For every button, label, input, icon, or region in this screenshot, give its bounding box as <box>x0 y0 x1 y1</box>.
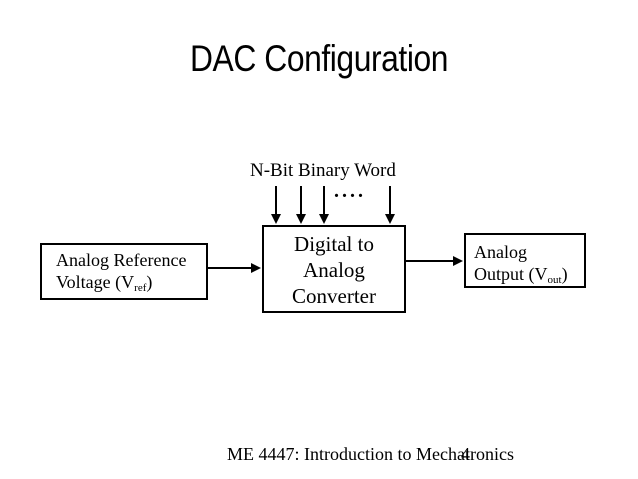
binary-word-label: N-Bit Binary Word <box>250 160 396 181</box>
ellipsis-dots: .... <box>334 180 366 202</box>
output-line-2: Output (Vout) <box>474 264 568 286</box>
output-line-1: Analog <box>474 242 527 262</box>
converter-box: Digital to Analog Converter <box>262 225 406 313</box>
converter-line-1: Digital to <box>294 232 374 256</box>
converter-line-2: Analog <box>303 258 365 282</box>
converter-line-3: Converter <box>292 284 376 308</box>
analog-output-box: Analog Output (Vout) <box>464 233 586 288</box>
footer-course: ME 4447: Introduction to Mechatronics <box>227 444 514 464</box>
page-number: 4 <box>461 444 470 464</box>
reference-line-1: Analog Reference <box>56 250 187 270</box>
slide-title: DAC Configuration <box>190 38 448 79</box>
reference-line-2: Voltage (Vref) <box>56 272 153 294</box>
reference-voltage-box: Analog Reference Voltage (Vref) <box>40 243 208 300</box>
